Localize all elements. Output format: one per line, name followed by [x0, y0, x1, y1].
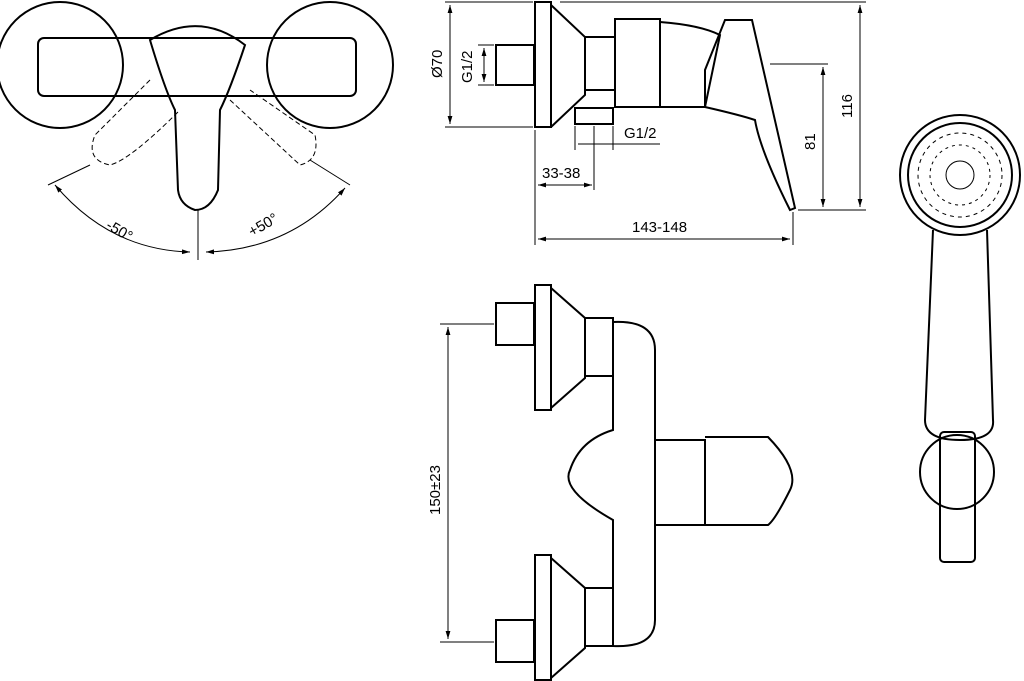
top-view: -50° +50° — [0, 1, 394, 260]
angle-right-label: +50° — [246, 210, 282, 240]
side-view: Ø70 G1/2 G1/2 33-38 143-148 81 116 — [429, 1, 866, 245]
hand-shower — [899, 114, 1021, 563]
lever-height-label: 81 — [802, 133, 819, 150]
center-distance-label: 150±23 — [427, 465, 444, 515]
front-view: 150±23 — [427, 284, 794, 681]
inlet-offset-label: 33-38 — [542, 165, 580, 182]
depth-label: 143-148 — [632, 219, 687, 236]
inlet-thread-label: G1/2 — [459, 50, 476, 83]
total-height-label: 116 — [839, 94, 856, 118]
outlet-thread-label: G1/2 — [624, 125, 657, 142]
diameter-label: Ø70 — [429, 50, 446, 78]
